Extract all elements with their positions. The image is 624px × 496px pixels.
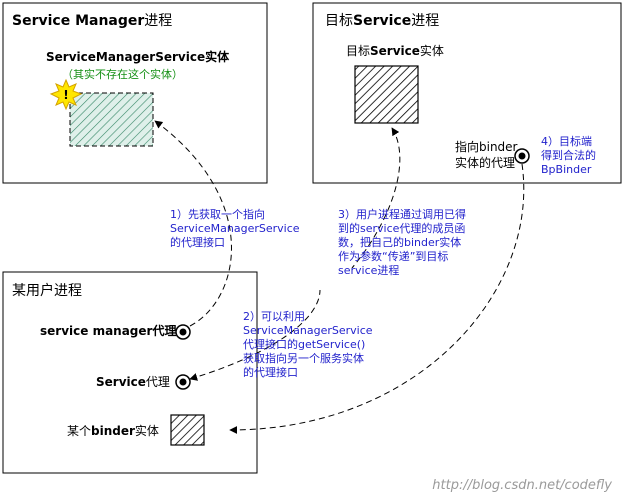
service-proxy-label: Service代理 (96, 375, 170, 389)
warning-mark: ! (63, 88, 68, 102)
warning-icon (49, 78, 83, 111)
user-binder-entity (170, 414, 205, 446)
sms-entity-note: （其实不存在这个实体） (62, 67, 183, 81)
sm-proxy-label: service manager代理 (40, 323, 176, 338)
target-service-entity (354, 65, 419, 124)
note-step4: 4）目标端 得到合法的 BpBinder (541, 134, 600, 176)
watermark: http://blog.csdn.net/codefly (432, 478, 612, 493)
sms-entity-label: ServiceManagerService实体 (46, 49, 230, 64)
binder-entity-label: 某个binder实体 (67, 423, 159, 438)
service-manager-process-title: Service Manager进程 (12, 13, 172, 29)
sms-ghost-entity (69, 92, 154, 147)
arrow-step3 (351, 127, 401, 269)
service-manager-process-title-suffix: 进程 (144, 13, 172, 29)
note-step3: 3）用户进程通过调用已得 到的service代理的成员函 数，把自己的binde… (338, 207, 470, 277)
user-process-title: 某用户进程 (12, 282, 82, 299)
service-proxy-icon (175, 374, 191, 390)
user-process-box (2, 271, 258, 474)
sm-proxy-icon (175, 324, 191, 340)
bpbinder-proxy-icon (514, 148, 530, 164)
arrow-step2 (189, 289, 321, 381)
note-step1: 1）先获取一个指向 ServiceManagerService 的代理接口 (170, 207, 303, 249)
arrow-step1 (154, 120, 232, 327)
arrow-step4 (229, 163, 525, 434)
binder-ref-label-line1: 指向binder (455, 139, 518, 154)
note-step2: 2）可以利用 ServiceManagerService 代理接口的getSer… (243, 310, 376, 379)
binder-ref-label-line2: 实体的代理 (455, 155, 515, 170)
target-process-title: 目标Service进程 (325, 13, 439, 29)
target-entity-label: 目标Service实体 (346, 43, 444, 58)
target-process-box (312, 2, 622, 184)
